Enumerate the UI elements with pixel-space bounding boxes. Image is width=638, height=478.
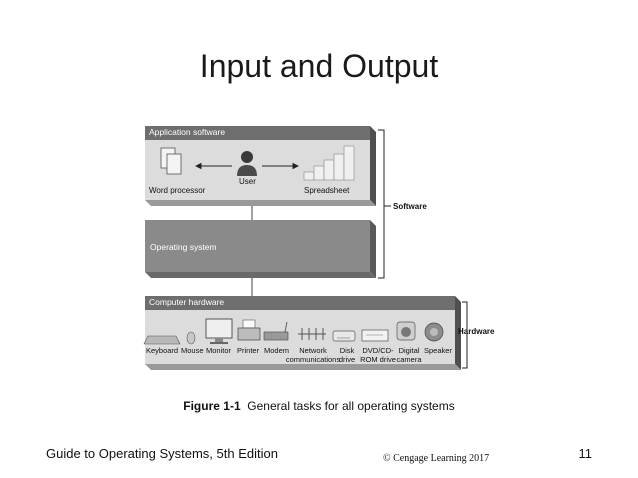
speaker-icon [424, 322, 444, 342]
operating-system-label: Operating system [150, 242, 217, 252]
diagram-graphics [143, 126, 468, 370]
footer-book-title: Guide to Operating Systems, 5th Edition [46, 446, 278, 461]
camera-label-line2: camera [396, 355, 422, 364]
mouse-icon [186, 331, 196, 345]
digital-camera-label: Digital camera [396, 346, 422, 364]
user-icon [237, 151, 257, 176]
dvd-drive-icon [361, 329, 389, 342]
monitor-icon [205, 318, 233, 344]
arrow-left [194, 162, 232, 170]
speaker-label: Speaker [424, 346, 452, 355]
footer-copyright: © Cengage Learning 2017 [383, 453, 490, 464]
disk-drive-label: Disk drive [336, 346, 358, 364]
printer-icon [237, 319, 261, 341]
dvd-label-line2: ROM drive [360, 355, 396, 364]
operating-system-layer-box [145, 220, 376, 278]
modem-label: Modem [264, 346, 290, 355]
spreadsheet-label: Spreadsheet [304, 186, 350, 195]
dvd-label-line1: DVD/CD- [362, 346, 394, 355]
printer-label: Printer [237, 346, 260, 355]
word-processor-icon [160, 147, 182, 175]
modem-icon [263, 321, 289, 341]
figure-number: Figure 1-1 [183, 399, 241, 413]
network-label: Network communications [285, 346, 341, 364]
hardware-layer-label: Computer hardware [149, 297, 225, 307]
spreadsheet-icon [303, 145, 355, 181]
dvd-drive-label: DVD/CD- ROM drive [359, 346, 397, 364]
page-number: 11 [578, 446, 593, 461]
word-processor-label: Word processor [149, 186, 206, 195]
monitor-label: Monitor [206, 346, 232, 355]
disk-label-line1: Disk [339, 346, 355, 355]
software-bracket-label: Software [393, 202, 427, 211]
slide-title: Input and Output [199, 48, 439, 84]
user-label: User [239, 177, 256, 186]
keyboard-label: Keyboard [146, 346, 179, 355]
hardware-bracket [462, 301, 468, 369]
keyboard-icon [143, 335, 181, 345]
application-layer-label: Application software [149, 127, 226, 137]
camera-label-line1: Digital [398, 346, 420, 355]
hardware-bracket-label: Hardware [458, 327, 495, 336]
network-label-line1: Network [299, 346, 327, 355]
digital-camera-icon [396, 321, 416, 341]
mouse-label: Mouse [181, 346, 204, 355]
arrow-right [262, 162, 300, 170]
network-icon [298, 328, 326, 340]
os-layers-diagram: Application software Operating system Co… [140, 124, 500, 374]
software-bracket [378, 129, 391, 279]
figure-caption: Figure 1-1 General tasks for all operati… [0, 399, 638, 413]
network-label-line2: communications [285, 355, 341, 364]
figure-caption-text: General tasks for all operating systems [247, 399, 455, 413]
disk-label-line2: drive [338, 355, 356, 364]
disk-drive-icon [332, 330, 356, 342]
